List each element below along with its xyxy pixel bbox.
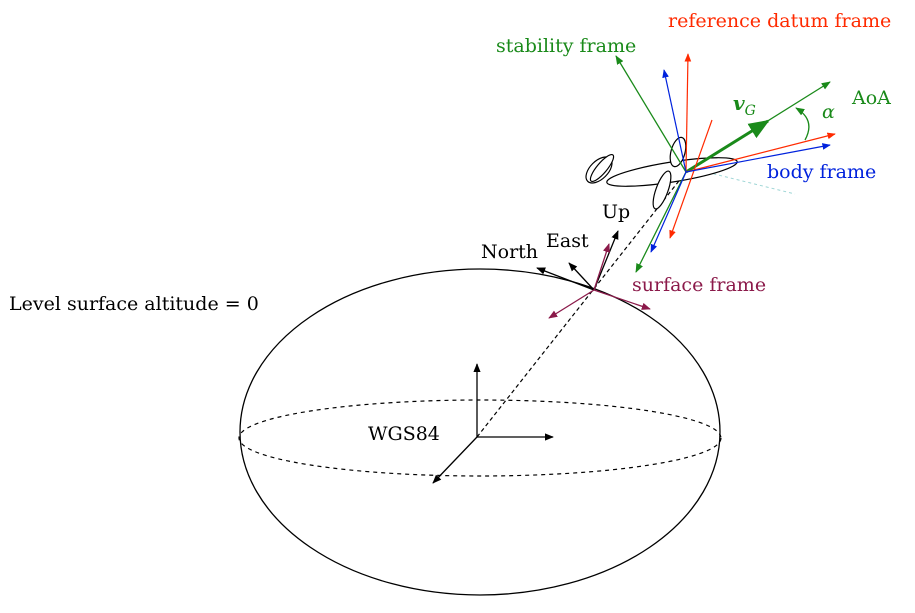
reference-x-axis: [685, 132, 836, 173]
wgs84-axes: [432, 363, 554, 484]
body-z-axis-up: [662, 69, 687, 173]
aircraft-wing-upper: [669, 136, 687, 168]
local-neu-axes: [536, 230, 619, 291]
body-z-axis-down: [650, 171, 687, 253]
alpha-label: α: [822, 101, 835, 123]
reference-z-axis-up: [684, 53, 692, 173]
reference-frame-axes: [669, 53, 836, 239]
earth-ellipsoid: [239, 268, 721, 596]
velocity-label: vG: [733, 91, 756, 119]
surface-axis-3: [548, 289, 595, 319]
reference-datum-frame-label: reference datum frame: [668, 10, 891, 32]
north-axis: [536, 267, 595, 291]
velocity-symbol: v: [733, 91, 745, 115]
equator-dashed: [238, 399, 722, 477]
east-axis: [568, 262, 595, 291]
up-label: Up: [602, 201, 630, 223]
velocity-vector: [685, 119, 770, 174]
surface-frame-axes: [548, 243, 651, 319]
surface-axis-1: [593, 243, 610, 291]
stability-y-axis: [615, 55, 687, 173]
body-frame-axes: [650, 69, 831, 253]
aircraft-icon: [585, 136, 738, 210]
wgs84-y-axis: [432, 436, 478, 484]
surface-frame-label: surface frame: [632, 274, 766, 296]
level-surface-label: Level surface altitude = 0: [9, 293, 259, 315]
aoa-arc: [795, 107, 810, 141]
radial-dashed-line: [476, 171, 687, 438]
east-label: East: [546, 230, 589, 252]
reference-z-axis-down: [669, 119, 713, 239]
aircraft-wing-lower: [652, 170, 672, 210]
aoa-label: AoA: [851, 87, 891, 109]
velocity-subscript: G: [745, 103, 756, 119]
surface-axis-2: [593, 289, 651, 310]
wgs84-label: WGS84: [368, 423, 440, 445]
stability-z-axis: [635, 171, 687, 273]
body-x-axis: [685, 143, 831, 173]
stability-frame-label: stability frame: [496, 35, 636, 57]
body-frame-label: body frame: [767, 161, 876, 183]
aircraft-tail-plane: [589, 153, 615, 183]
north-label: North: [481, 241, 538, 263]
up-axis: [593, 230, 619, 291]
